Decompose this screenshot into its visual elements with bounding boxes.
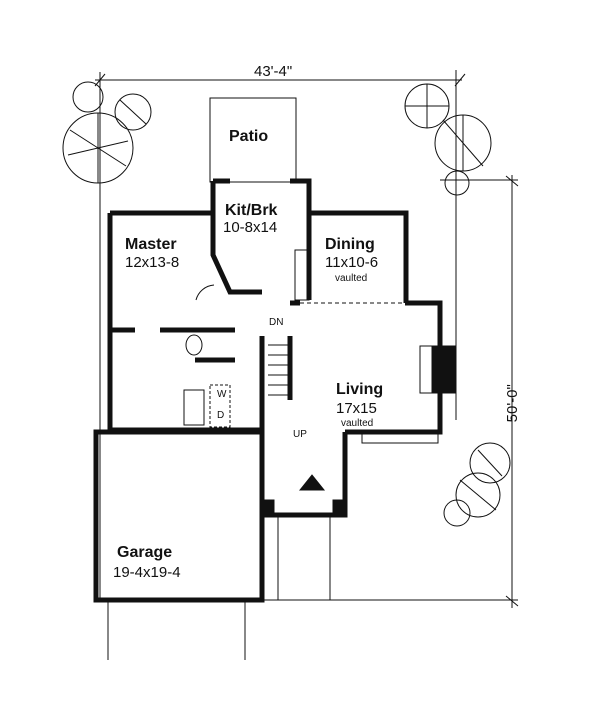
room-name-patio: Patio [229,128,269,145]
interior-details [107,249,456,660]
trees [62,81,511,527]
depth-dimension-label: 50'-0" [503,384,521,423]
room-note-living: vaulted [341,418,374,429]
dimension-depth [262,175,519,608]
walls [93,178,443,603]
room-name-dining: Dining [325,236,375,253]
stair-up-label: UP [293,429,307,440]
dryer-label: D [217,410,225,421]
room-name-master: Master [125,236,177,253]
width-dimension-label: 43'-4" [254,63,293,80]
washer-label: W [217,389,227,400]
room-name-living: Living [336,381,384,398]
room-size-living: 17x15 [336,400,377,417]
room-size-dining: 11x10-6 [325,254,379,271]
room-name-garage: Garage [117,544,173,561]
patio-outline [209,97,297,183]
room-size-garage: 19-4x19-4 [113,564,181,581]
dimension-width [94,70,466,600]
room-size-master: 12x13-8 [125,254,180,271]
room-size-kitchen: 10-8x14 [223,219,278,236]
stair-down-label: DN [269,317,284,328]
room-name-kitchen: Kit/Brk [225,202,278,219]
room-note-dining: vaulted [335,273,368,284]
